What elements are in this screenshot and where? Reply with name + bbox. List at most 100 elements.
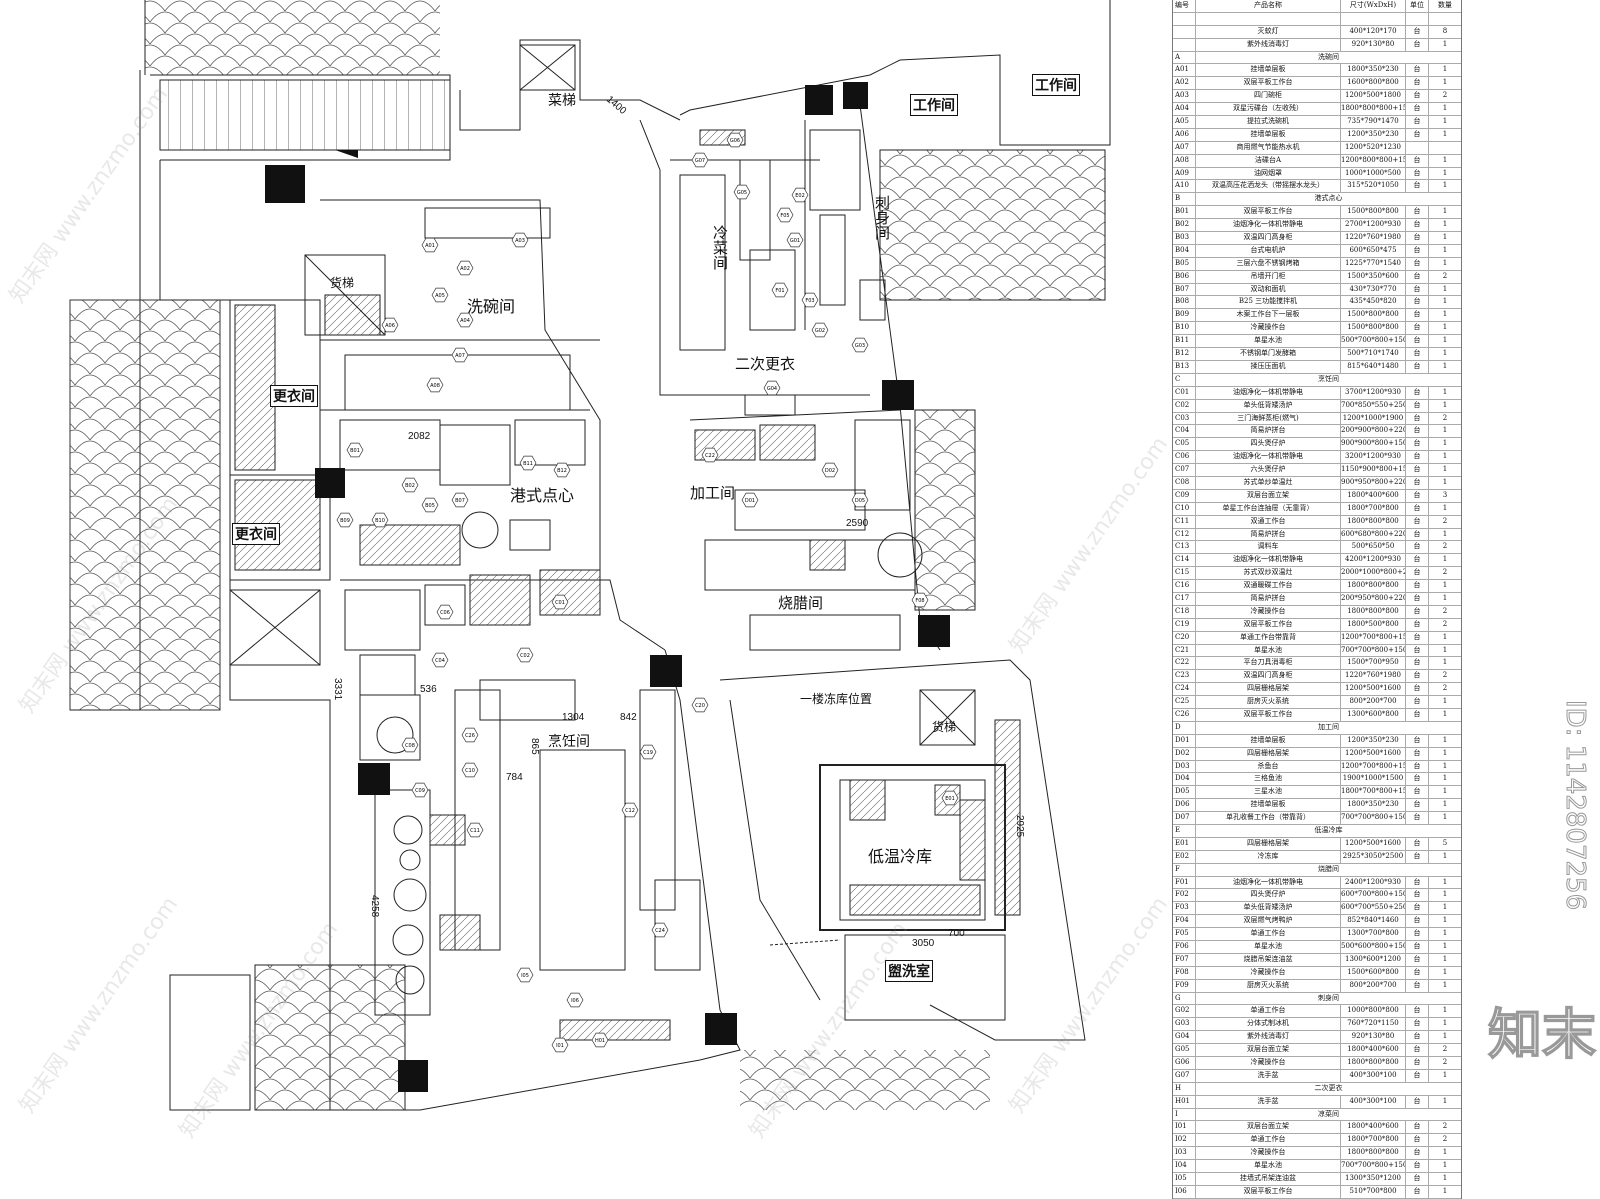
cell-name: 提拉式洗碗机 [1196, 116, 1341, 128]
tag-label: C19 [643, 750, 653, 756]
cell-size: 1200*700*800+150 [1341, 631, 1406, 644]
cell-code: H01 [1173, 1095, 1196, 1108]
cell-code: G05 [1173, 1044, 1196, 1057]
cell-name: 挂墙单层板 [1196, 128, 1341, 141]
cell-qty: 2 [1442, 1135, 1448, 1144]
cell-name: 单通工作台 [1196, 1134, 1341, 1147]
equipment-tag: C22 [701, 447, 719, 463]
tag-hexagon [691, 697, 709, 713]
tag-hexagon [851, 337, 869, 353]
cell-qty: 1 [1442, 1032, 1448, 1041]
room-label-goods-lift-2: 货梯 [932, 720, 957, 734]
room-label-goods-lift: 货梯 [330, 276, 355, 290]
dimension-536: 536 [420, 684, 437, 695]
cell-name: 双层台面立架 [1196, 1044, 1341, 1057]
cell-name: 四头煲仔炉 [1196, 889, 1341, 902]
cell-qty: 1 [1442, 954, 1448, 963]
cell-qty: 1 [1442, 349, 1448, 358]
cell-code [1173, 12, 1196, 25]
room-label-workroom-2: 工作间 [1032, 74, 1080, 96]
cell-size: 1220*760*1980 [1341, 232, 1406, 244]
cell-size: 700*700*800+150 [1341, 644, 1406, 657]
cell-qty: 2 [1442, 1122, 1448, 1131]
column [843, 82, 868, 109]
cell-qty: 1 [1442, 890, 1448, 899]
cell-qty: 8 [1442, 26, 1448, 35]
cell-unit: 台 [1406, 889, 1429, 902]
cell-qty: 2 [1442, 1045, 1448, 1054]
cell-qty: 1 [1442, 452, 1448, 461]
cell-unit: 台 [1406, 941, 1429, 953]
cell-qty: 2 [1442, 542, 1448, 551]
column [882, 380, 914, 410]
equipment-tag: C04 [431, 652, 449, 668]
cell-qty: 1 [1442, 916, 1448, 925]
cell-size: 1200*500*1600 [1341, 747, 1406, 760]
cell-section: 二次更衣 [1314, 1083, 1343, 1092]
cell-name: 简易炉拼台 [1196, 528, 1341, 541]
cell-name: B25 三功能搅拌机 [1196, 296, 1341, 309]
cell-unit: 台 [1406, 915, 1429, 928]
cell-code: A [1173, 51, 1196, 64]
tag-hexagon [566, 992, 584, 1008]
tag-hexagon [801, 292, 819, 308]
tag-hexagon [426, 377, 444, 393]
cell-size: 1300*700*800 [1341, 928, 1406, 941]
cell-code: D02 [1173, 747, 1196, 760]
cell-name: 冷藏操作台 [1196, 1147, 1341, 1160]
cell-name: 烧腊吊架连油盆 [1196, 953, 1341, 966]
cell-qty: 1 [1442, 361, 1448, 370]
equipment-tag: G06 [726, 132, 744, 148]
tag-hexagon [461, 762, 479, 778]
cell-code: D03 [1173, 760, 1196, 773]
cell-name: 六头煲仔炉 [1196, 464, 1341, 476]
cell-code: C17 [1173, 592, 1196, 605]
cell-qty: 1 [1442, 787, 1448, 796]
cell-code: C02 [1173, 399, 1196, 412]
cell-unit: 台 [1406, 1160, 1429, 1173]
cell-qty: 2 [1442, 684, 1448, 693]
tag-hexagon [516, 647, 534, 663]
cell-unit [1406, 12, 1429, 25]
cell-qty: 1 [1442, 245, 1448, 254]
cell-qty: 1 [1442, 439, 1448, 448]
cell-code: F05 [1173, 928, 1196, 941]
cell-size: 1800*800*800 [1341, 1147, 1406, 1160]
cell-code: F03 [1173, 902, 1196, 915]
cell-unit: 台 [1406, 412, 1429, 425]
cell-code: D01 [1173, 734, 1196, 747]
cell-unit: 台 [1406, 734, 1429, 747]
cell-code: D05 [1173, 786, 1196, 799]
cell-unit: 台 [1406, 812, 1429, 824]
cell-unit: 台 [1406, 1057, 1429, 1069]
cell-size: 700*700*800+150 [1341, 812, 1406, 824]
roof-tiles-right [879, 149, 1106, 301]
equipment-tag: D02 [821, 462, 839, 478]
cell-unit: 台 [1406, 541, 1429, 554]
cell-qty: 2 [1442, 568, 1448, 577]
cell-qty: 1 [1442, 942, 1448, 951]
cell-name: 冷藏操作台 [1196, 322, 1341, 335]
cell-section: 刺身间 [1318, 993, 1339, 1002]
cell-unit: 台 [1406, 386, 1429, 399]
cell-qty: 1 [1442, 1070, 1448, 1079]
cell-code: C04 [1173, 425, 1196, 438]
cell-size: 400*300*100 [1341, 1069, 1406, 1082]
cell-qty: 1 [1442, 658, 1448, 667]
cell-code: B [1173, 193, 1196, 206]
header-qty: 数量 [1438, 1, 1452, 9]
cell-size: 1225*770*1540 [1341, 257, 1406, 270]
cell-code [1173, 25, 1196, 38]
cell-code: C25 [1173, 696, 1196, 708]
cell-unit: 台 [1406, 592, 1429, 605]
